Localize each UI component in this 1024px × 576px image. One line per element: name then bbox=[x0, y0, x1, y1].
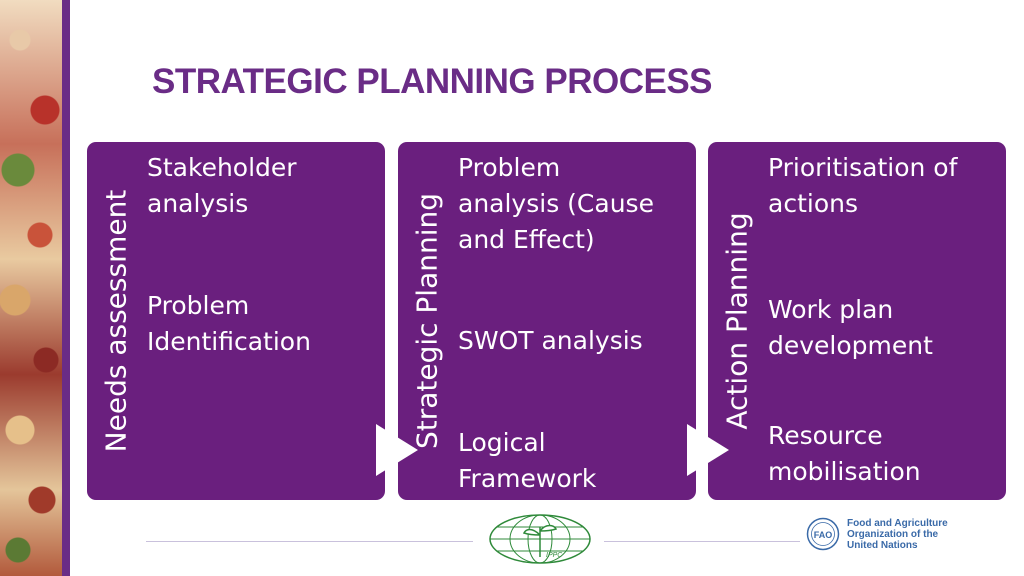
panel-item-work-plan: Work plan development bbox=[768, 295, 933, 360]
decorative-left-illustration bbox=[0, 0, 62, 576]
panel-strategic-planning: Strategic Planning Problem analysis (Cau… bbox=[398, 142, 696, 500]
chevron-right-icon bbox=[687, 424, 729, 476]
panel-item-resource-mobilisation: Resource mobilisation bbox=[768, 421, 921, 486]
fao-logo-icon: FAO bbox=[806, 517, 840, 551]
ippc-logo: IPPC bbox=[489, 514, 591, 564]
panel-item-swot-analysis: SWOT analysis bbox=[458, 326, 643, 355]
slide-title: STRATEGIC PLANNING PROCESS bbox=[152, 62, 713, 101]
panel-action-planning: Action Planning Prioritisation of action… bbox=[708, 142, 1006, 500]
panel-needs-assessment: Needs assessment Stakeholder analysis Pr… bbox=[87, 142, 385, 500]
svg-text:FAO: FAO bbox=[814, 530, 833, 540]
panel-item-logical-framework: Logical Framework bbox=[458, 428, 597, 493]
panel-item-problem-analysis: Problem analysis (Cause and Effect) bbox=[458, 153, 654, 254]
footer-divider-left bbox=[146, 541, 473, 542]
svg-text:IPPC: IPPC bbox=[546, 552, 563, 559]
fao-branding: FAO Food and Agriculture Organization of… bbox=[806, 517, 948, 551]
panel-label-strategic-planning: Strategic Planning bbox=[410, 192, 444, 450]
left-accent-bar bbox=[62, 0, 70, 576]
chevron-right-icon bbox=[376, 424, 418, 476]
fao-organization-name: Food and Agriculture Organization of the… bbox=[847, 517, 948, 551]
panel-label-action-planning: Action Planning bbox=[720, 212, 754, 430]
panel-item-stakeholder-analysis: Stakeholder analysis bbox=[147, 153, 297, 218]
panel-item-prioritisation: Prioritisation of actions bbox=[768, 153, 958, 218]
footer-divider-right bbox=[604, 541, 800, 542]
panel-item-problem-identification: Problem Identification bbox=[147, 291, 311, 356]
panel-label-needs-assessment: Needs assessment bbox=[99, 189, 133, 453]
